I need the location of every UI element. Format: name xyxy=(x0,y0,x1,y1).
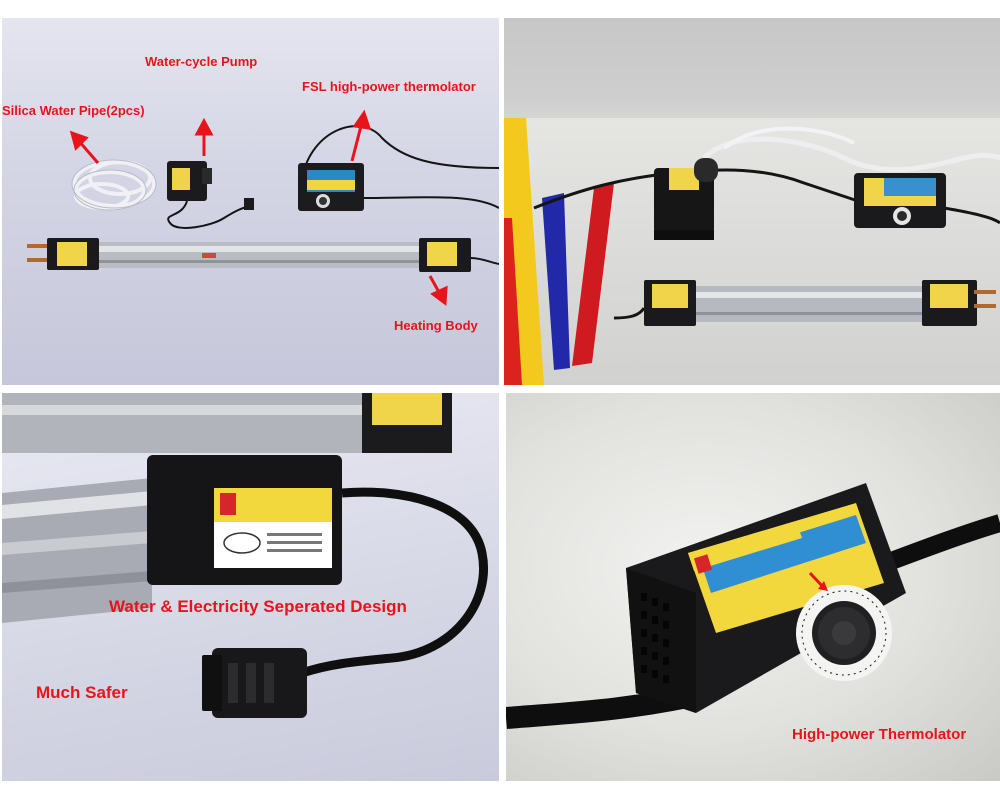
thermolator-closeup: High-power Thermolator xyxy=(506,393,1000,781)
label-silica-pipe: Silica Water Pipe(2pcs) xyxy=(2,103,145,118)
label-high-power-thermolator: High-power Thermolator xyxy=(792,726,967,743)
label-separated-design: Water & Electricity Seperated Design xyxy=(109,597,407,616)
temperature-knob xyxy=(796,571,892,681)
overview-photo: Water-cycle Pump FSL high-power thermola… xyxy=(2,18,499,385)
kit-pump xyxy=(654,158,718,240)
kit-photo xyxy=(504,18,1000,385)
callout-arrows xyxy=(69,109,448,306)
label-fsl-thermolator: FSL high-power thermolator xyxy=(302,79,476,94)
heating-bar xyxy=(27,238,499,272)
thermolator-illustration xyxy=(506,483,1000,729)
silica-pipe-coil xyxy=(72,160,156,210)
thermolator-box xyxy=(298,125,499,211)
label-much-safer: Much Safer xyxy=(36,683,128,702)
kit-heating-bar xyxy=(613,280,996,326)
kit-illustration xyxy=(504,18,1000,385)
closeup-illustration xyxy=(2,393,488,718)
label-water-pump: Water-cycle Pump xyxy=(145,54,258,69)
kit-thermolator xyxy=(854,173,946,228)
water-pump xyxy=(167,161,254,229)
label-heating-body: Heating Body xyxy=(394,318,478,333)
overview-illustration xyxy=(27,109,499,306)
heating-body-closeup: Water & Electricity Seperated Design Muc… xyxy=(2,393,499,781)
power-plug xyxy=(202,648,307,718)
